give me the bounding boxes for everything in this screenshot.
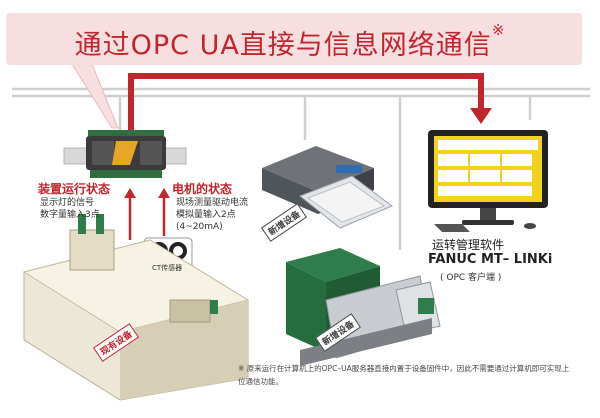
footnote-mark: ※ bbox=[238, 364, 245, 373]
software-name: FANUC MT– LINKi bbox=[428, 252, 553, 267]
new-machine-top bbox=[262, 146, 393, 229]
opc-ua-arrow bbox=[128, 73, 492, 132]
existing-production-line bbox=[22, 214, 250, 401]
diagram-title: 通过OPC UA直接与信息网络通信※ bbox=[0, 21, 580, 62]
footnote-text: 原来运行在计算机上的OPC–UA服务器直接内置于设备固件中，因此不需要通过计算机… bbox=[238, 364, 570, 386]
io-device bbox=[63, 130, 187, 178]
footnote: ※ 原来运行在计算机上的OPC–UA服务器直接内置于设备固件中，因此不需要通过计… bbox=[238, 362, 574, 388]
signal-arrows bbox=[124, 188, 170, 240]
computer bbox=[428, 130, 548, 232]
network-lines bbox=[12, 87, 590, 250]
software-sub: ( OPC 客户端 ) bbox=[440, 273, 502, 283]
ct-sensor-label: CT传感器 bbox=[152, 264, 183, 272]
motor-status-line-3: (4~20mA) bbox=[176, 222, 223, 232]
device-status-line-1: 显示灯的信号 bbox=[40, 198, 95, 208]
title-footnote-mark: ※ bbox=[491, 21, 506, 39]
new-machine-bottom bbox=[286, 248, 441, 366]
title-text: 通过OPC UA直接与信息网络通信 bbox=[74, 30, 492, 61]
software-label: 运转管理软件 bbox=[432, 238, 505, 252]
device-status-heading: 装置运行状态 bbox=[38, 182, 111, 196]
motor-status-heading: 电机的状态 bbox=[172, 182, 233, 196]
motor-status-line-1: 现场测量驱动电流 bbox=[176, 198, 249, 208]
motor-status-line-2: 模拟量输入2点 bbox=[176, 210, 236, 220]
device-status-line-2: 数字量输入3点 bbox=[40, 210, 100, 220]
title-banner bbox=[6, 13, 582, 65]
